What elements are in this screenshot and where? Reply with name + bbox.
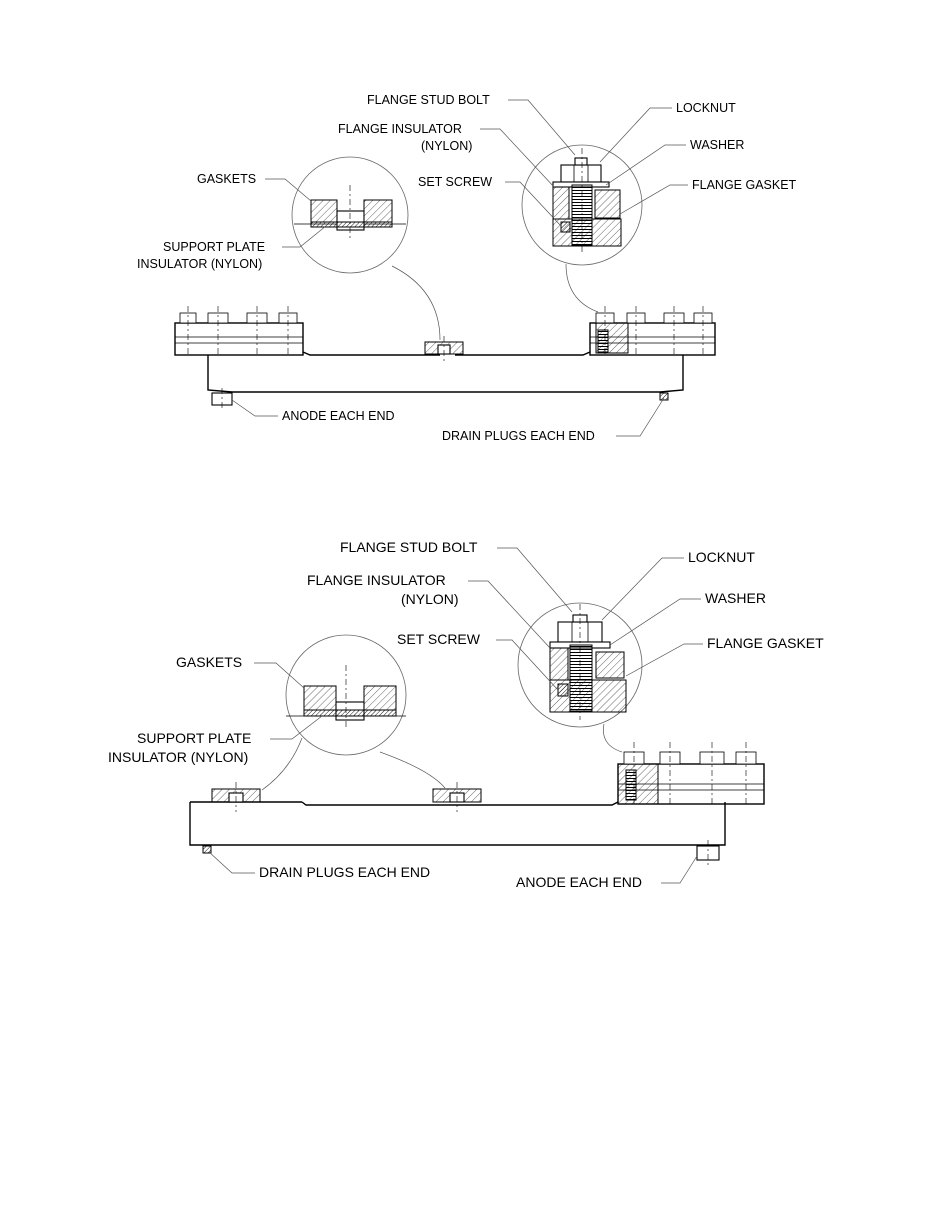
label-drain-plugs: DRAIN PLUGS EACH END [259, 864, 430, 880]
label-support-plate-insulator: INSULATOR (NYLON) [108, 749, 248, 765]
figure-top: FLANGE STUD BOLT LOCKNUT FLANGE INSULATO… [137, 93, 797, 443]
label-flange-insulator: FLANGE INSULATOR [338, 122, 462, 136]
label-washer: WASHER [705, 590, 766, 606]
tank-body-top [174, 306, 716, 410]
labels-bottom: FLANGE STUD BOLT LOCKNUT FLANGE INSULATO… [108, 539, 824, 890]
label-flange-insulator-nylon: (NYLON) [421, 139, 472, 153]
detail-circle-gaskets-bottom [261, 634, 446, 791]
label-support-plate: SUPPORT PLATE [163, 240, 265, 254]
label-set-screw: SET SCREW [397, 631, 481, 647]
label-washer: WASHER [690, 138, 744, 152]
detail-circle-flange-bottom [517, 602, 643, 753]
label-flange-stud-bolt: FLANGE STUD BOLT [367, 93, 490, 107]
label-gaskets: GASKETS [176, 654, 242, 670]
label-flange-insulator: FLANGE INSULATOR [307, 572, 446, 588]
label-support-plate-insulator: INSULATOR (NYLON) [137, 257, 262, 271]
detail-circle-gaskets-top [291, 156, 441, 341]
label-support-plate: SUPPORT PLATE [137, 730, 251, 746]
label-anode: ANODE EACH END [282, 409, 395, 423]
label-locknut: LOCKNUT [688, 549, 755, 565]
label-anode: ANODE EACH END [516, 874, 642, 890]
figure-bottom: FLANGE STUD BOLT LOCKNUT FLANGE INSULATO… [108, 539, 824, 890]
label-drain-plugs: DRAIN PLUGS EACH END [442, 429, 595, 443]
label-flange-gasket: FLANGE GASKET [692, 178, 797, 192]
label-locknut: LOCKNUT [676, 101, 736, 115]
label-flange-gasket: FLANGE GASKET [707, 635, 824, 651]
label-gaskets: GASKETS [197, 172, 256, 186]
label-set-screw: SET SCREW [418, 175, 492, 189]
label-flange-stud-bolt: FLANGE STUD BOLT [340, 539, 478, 555]
labels-top: FLANGE STUD BOLT LOCKNUT FLANGE INSULATO… [137, 93, 797, 443]
label-flange-insulator-nylon: (NYLON) [401, 591, 459, 607]
tank-body-bottom [189, 742, 765, 866]
detail-circle-flange-top [521, 144, 643, 313]
